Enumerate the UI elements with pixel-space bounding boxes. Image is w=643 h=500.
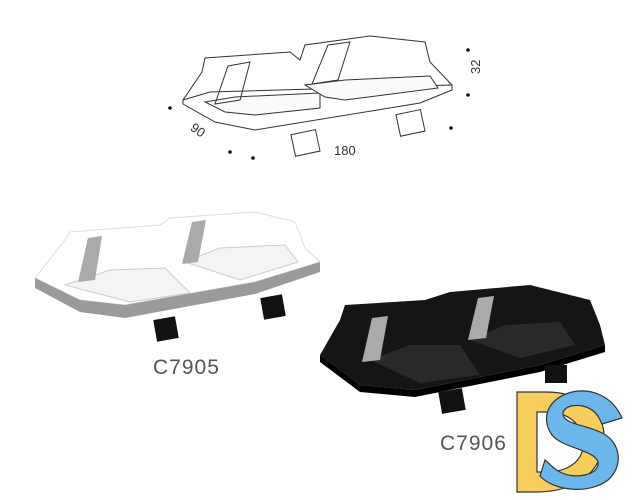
- dimension-width: 90: [188, 120, 208, 141]
- technical-drawing: [182, 35, 453, 157]
- dimension-dots: [168, 48, 470, 160]
- dimension-height: 32: [468, 60, 483, 74]
- dimension-length: 180: [334, 143, 356, 158]
- product-code-c7906: C7906: [440, 432, 507, 455]
- product-black-c7906: [320, 285, 605, 414]
- ds-logo: [516, 390, 623, 493]
- product-code-c7905: C7905: [153, 356, 220, 379]
- product-white-c7905: [34, 211, 321, 342]
